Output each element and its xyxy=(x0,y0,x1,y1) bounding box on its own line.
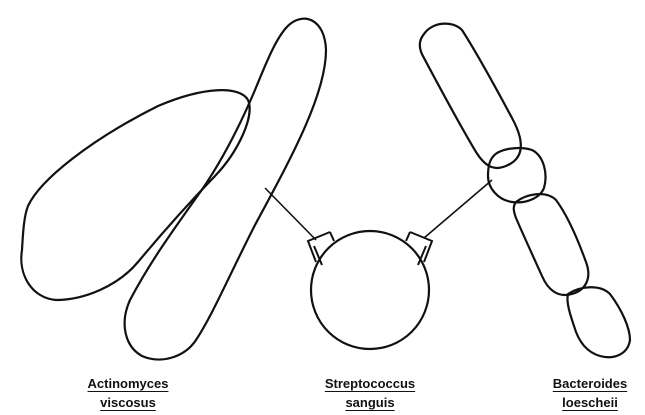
streptococcus-species: sanguis xyxy=(310,396,430,409)
streptococcus-label: Streptococcus sanguis xyxy=(310,377,430,415)
actinomyces-genus: Actinomyces xyxy=(78,377,178,390)
bacteroides-genus: Bacteroides xyxy=(540,377,640,390)
streptococcus-cell xyxy=(311,231,429,349)
streptococcus-genus: Streptococcus xyxy=(310,377,430,390)
bacteroides-label: Bacteroides loescheii xyxy=(540,377,640,415)
bacteroides-segment-4 xyxy=(567,287,630,357)
actinomyces-cell-right xyxy=(125,19,326,360)
bacteroides-species: loescheii xyxy=(540,396,640,409)
actinomyces-link xyxy=(265,188,316,240)
bacteroides-link xyxy=(424,180,492,238)
actinomyces-cell-left xyxy=(21,90,249,300)
actinomyces-label: Actinomyces viscosus xyxy=(78,377,178,415)
bacteroides-segment-1 xyxy=(420,24,521,168)
actinomyces-species: viscosus xyxy=(78,396,178,409)
bacteroides-segment-3 xyxy=(514,194,589,295)
streptococcus-right-receptor xyxy=(406,232,432,265)
